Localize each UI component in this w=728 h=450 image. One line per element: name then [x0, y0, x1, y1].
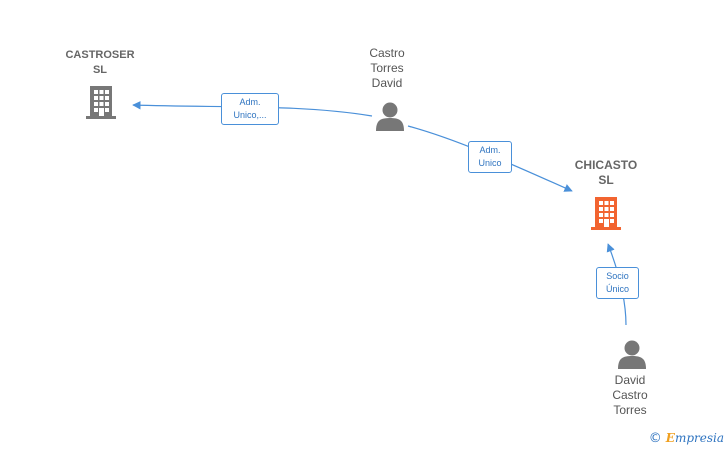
- building-icon[interactable]: [591, 197, 621, 230]
- edge-label-adm-unico-chicasto[interactable]: Adm. Unico: [468, 141, 512, 173]
- edge-label-socio-unico[interactable]: Socio Único: [596, 267, 639, 299]
- person-icon[interactable]: [618, 340, 646, 370]
- edge-label-adm-unico-castroser[interactable]: Adm. Unico,...: [221, 93, 279, 125]
- copyright-icon: ©: [648, 431, 662, 446]
- node-label-chicasto[interactable]: CHICASTO SL: [574, 158, 638, 187]
- node-label-castroser[interactable]: CASTROSER SL: [65, 49, 135, 76]
- node-label-david-castro-torres[interactable]: David Castro Torres: [612, 373, 648, 417]
- person-icon[interactable]: [376, 102, 404, 132]
- empresia-logo[interactable]: ©Empresia: [648, 431, 724, 446]
- building-icon[interactable]: [86, 86, 116, 119]
- node-label-castro-torres-david[interactable]: Castro Torres David: [369, 46, 405, 90]
